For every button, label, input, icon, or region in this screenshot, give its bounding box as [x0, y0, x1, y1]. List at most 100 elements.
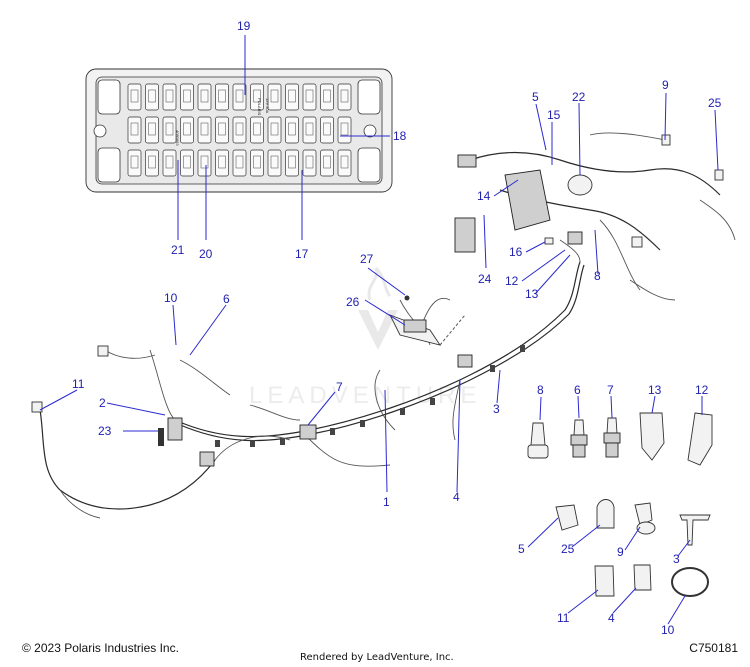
fuse-blade [288, 155, 296, 169]
fuse-blade [323, 122, 331, 136]
fuse-slot [180, 116, 194, 144]
callout-10-loose: 10 [661, 623, 675, 637]
part-8-connector [530, 422, 546, 446]
fuse-slot [197, 149, 212, 177]
rendered-by-text: Rendered by LeadVenture, Inc. [300, 652, 454, 663]
harness-clip [430, 398, 435, 405]
fuse-blade [253, 89, 261, 103]
callout-23: 23 [98, 424, 112, 438]
callout-6-loose: 6 [574, 383, 581, 397]
part-3-tie [679, 514, 711, 546]
callouts: 19 18 17 20 21 5 15 22 9 25 14 24 16 12 … [72, 19, 722, 637]
loose-parts [527, 412, 713, 597]
callout-15: 15 [547, 108, 561, 122]
fuse-label-part-no: 4080663 [175, 130, 180, 146]
harness-clips [215, 345, 525, 447]
front-harness [454, 132, 736, 301]
fuse-slot [162, 149, 177, 177]
fuse-blade [235, 122, 244, 136]
callout-20: 20 [199, 247, 213, 261]
callout-1: 1 [383, 495, 390, 509]
fuse-slot [232, 83, 247, 111]
part-25-cap [596, 499, 615, 529]
fuse-blade [183, 122, 191, 136]
callout-21: 21 [171, 243, 185, 257]
fuse-blade [148, 89, 156, 103]
fuse-slot [250, 116, 264, 144]
main-harness [174, 261, 585, 467]
fuse-blade [288, 89, 296, 103]
fuse-blade [270, 122, 279, 136]
connector-2 [167, 417, 183, 441]
bracket-23 [158, 428, 164, 446]
callout-5: 5 [532, 90, 539, 104]
fuse-slot [127, 149, 142, 177]
fuse-slot [285, 149, 299, 177]
callout-25-loose: 25 [561, 542, 575, 556]
callout-14: 14 [477, 189, 491, 203]
fuse-blade [305, 122, 314, 136]
fuse-slot [267, 116, 282, 144]
fuse-blade [218, 89, 226, 103]
callout-10: 10 [164, 291, 178, 305]
fuse-slot [180, 83, 194, 111]
callout-26: 26 [346, 295, 360, 309]
callout-9-loose: 9 [617, 545, 624, 559]
fuse-blade [253, 155, 261, 169]
callout-17: 17 [295, 247, 309, 261]
connector-3 [457, 354, 473, 368]
relay-bracket [389, 295, 473, 368]
harness-clip [360, 420, 365, 427]
module-24 [454, 217, 476, 253]
callout-22: 22 [572, 90, 586, 104]
fuse-blade [165, 89, 174, 103]
callout-8-loose: 8 [537, 383, 544, 397]
callout-12: 12 [505, 274, 519, 288]
copyright-text: © 2023 Polaris Industries Inc. [22, 641, 179, 655]
connector-10 [97, 345, 109, 357]
callout-13: 13 [525, 287, 539, 301]
fuse-blade [165, 155, 174, 169]
callout-27: 27 [360, 252, 374, 266]
callout-24: 24 [478, 272, 492, 286]
fuse-blade [305, 89, 314, 103]
fuse-slot [320, 116, 334, 144]
fuse-slot [302, 83, 317, 111]
fuse-slot [127, 83, 142, 111]
fuse-blade [340, 122, 349, 136]
fuse-blade [183, 155, 191, 169]
fuse-slot [232, 149, 247, 177]
fuse-slot [285, 83, 299, 111]
fuse-blade [253, 122, 261, 136]
callout-4: 4 [453, 490, 460, 504]
fuse-grid [127, 83, 352, 177]
left-harness [31, 345, 317, 519]
fuse-blade [200, 155, 209, 169]
fuse-slot [337, 149, 352, 177]
fuse-blade [130, 155, 139, 169]
part-6-sensor [573, 419, 585, 436]
fuse-slot [215, 83, 229, 111]
fuse-blade [130, 122, 139, 136]
fuse-blade [288, 122, 296, 136]
fuse-slot [250, 149, 264, 177]
connector-7 [299, 424, 317, 440]
fuse-slot [337, 116, 352, 144]
fuse-blade [200, 89, 209, 103]
fuse-blade [130, 89, 139, 103]
callout-5-loose: 5 [518, 542, 525, 556]
leader-lines [39, 35, 719, 625]
connector-block [199, 451, 215, 467]
fuse-slot [180, 149, 194, 177]
fuse-blade [305, 155, 314, 169]
callout-4-loose: 4 [608, 611, 615, 625]
connector-16 [544, 237, 554, 245]
diagram-code: C750181 [689, 641, 738, 655]
fuse-slot [267, 149, 282, 177]
fuse-slot [320, 149, 334, 177]
callout-7-loose: 7 [607, 383, 614, 397]
watermark-text: LEADVENTURE [249, 382, 481, 409]
fuse-slot [197, 116, 212, 144]
fuse-blade [165, 122, 174, 136]
part-13-connector [639, 412, 665, 461]
